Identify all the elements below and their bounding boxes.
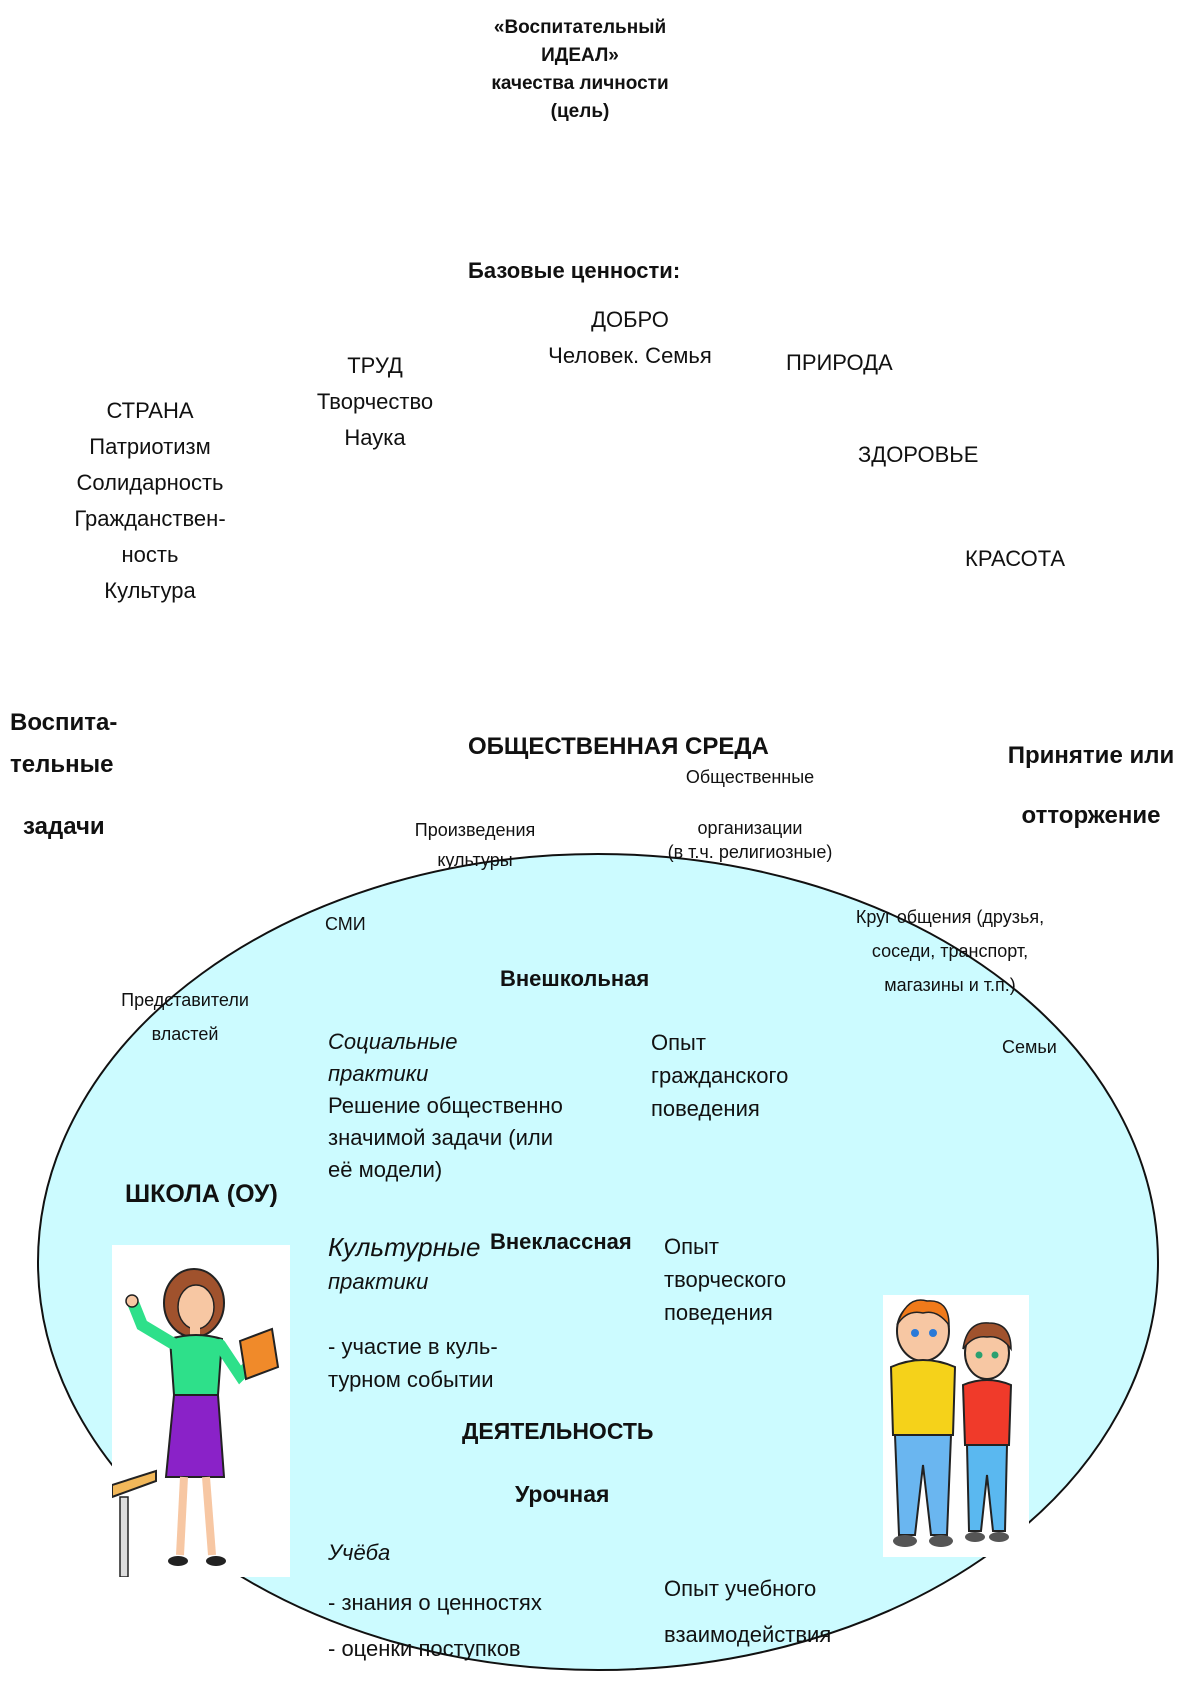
school-study-item-2: - оценки поступков [328,1636,521,1661]
school-cultural-event: - участие в куль- турном событии [328,1330,498,1396]
value-trud-title: ТРУД [347,353,403,378]
env-authorities-line-1: Представители [121,990,249,1010]
school-creative-exp-line-2: творческого [664,1267,787,1292]
env-culture-works: Произведения культуры [395,815,555,875]
value-strana-sub1: Патриотизм [89,434,211,459]
value-dobro-sub: Человек. Семья [548,343,712,368]
right-label: Принятие или отторжение [996,726,1185,846]
env-circle-line-3: магазины и т.п.) [884,975,1016,995]
school-cultural-event-line-2: турном событии [328,1367,494,1392]
school-learning-exp-line-2: взаимодействия [664,1622,832,1647]
school-civic-exp: Опыт гражданского поведения [651,1026,788,1125]
value-dobro-title: ДОБРО [591,307,669,332]
school-social-task-line-3: её модели) [328,1157,443,1182]
school-outside-label: Внешкольная [500,966,650,991]
school-social-task-line-1: Решение общественно [328,1093,563,1118]
value-strana-sub3: Гражданствен- [74,506,226,531]
left-label-line-2: тельные [10,751,114,778]
env-orgs-line-2: организации [697,818,803,838]
env-culture-works-line-2: культуры [437,850,513,870]
value-trud: ТРУД Творчество Наука [300,348,450,456]
ideal-line-1: «Воспитательный [493,17,667,38]
school-cultural-event-line-1: - участие в куль- [328,1334,498,1359]
school-extracurricular-label: Внеклассная [490,1229,632,1254]
environment-title: ОБЩЕСТВЕННАЯ СРЕДА [468,733,769,760]
school-social-practices-line-2: практики [328,1061,429,1086]
value-strana-sub2: Солидарность [76,470,224,495]
env-circle-line-2: соседи, транспорт, [871,941,1029,961]
teacher-illustration [112,1245,290,1577]
school-civic-exp-line-1: Опыт [651,1030,706,1055]
school-title: ШКОЛА (ОУ) [125,1180,278,1208]
school-social-task: Решение общественно значимой задачи (или… [328,1090,563,1186]
env-circle-line-1: Круг общения (друзья, [855,907,1045,927]
school-creative-exp-line-1: Опыт [664,1234,719,1259]
school-cultural-practices-line-2: практики [328,1269,429,1294]
value-strana: СТРАНА Патриотизм Солидарность Гражданст… [55,393,245,609]
value-krasota: КРАСОТА [965,546,1066,571]
right-label-line-1: Принятие или [1007,742,1175,769]
right-label-line-2: отторжение [1021,802,1161,829]
env-culture-works-line-1: Произведения [414,820,536,840]
left-label: Воспита- тельные задачи [10,702,117,848]
value-priroda: ПРИРОДА [786,350,893,375]
school-lesson-label: Урочная [515,1481,610,1507]
env-orgs-line-1: Общественные [685,767,815,787]
ideal-line-3: качества личности [491,73,669,94]
env-orgs-line-3: (в т.ч. религиозные) [667,842,833,862]
env-orgs: организации (в т.ч. религиозные) [650,816,850,864]
school-study-items: - знания о ценностях - оценки поступков [328,1580,542,1672]
env-circle: Круг общения (друзья, соседи, транспорт,… [840,900,1060,1002]
ideal-line-4: (цель) [550,101,610,122]
left-label-line-1: Воспита- [10,709,118,736]
school-study-label: Учёба [328,1540,391,1565]
school-creative-exp: Опыт творческого поведения [664,1230,786,1329]
school-social-task-line-2: значимой задачи (или [328,1125,554,1150]
children-illustration [883,1295,1029,1557]
school-activity-label: ДЕЯТЕЛЬНОСТЬ [462,1418,654,1444]
value-dobro: ДОБРО Человек. Семья [530,302,730,374]
ideal-line-2: ИДЕАЛ» [541,45,619,66]
env-authorities: Представители властей [105,983,265,1051]
value-strana-sub5: Культура [104,578,196,603]
env-authorities-line-2: властей [151,1024,219,1044]
left-label-line-3: задачи [23,813,105,840]
school-civic-exp-line-3: поведения [651,1096,760,1121]
school-social-practices: Социальные практики [328,1026,457,1090]
school-learning-exp: Опыт учебного взаимодействия [664,1566,831,1658]
ideal-heading: «Воспитательный ИДЕАЛ» качества личности… [460,14,700,126]
base-values-title: Базовые ценности: [468,258,681,283]
school-social-practices-line-1: Социальные [328,1029,458,1054]
env-media: СМИ [325,914,366,934]
env-families: Семьи [1002,1037,1057,1057]
school-learning-exp-line-1: Опыт учебного [664,1576,817,1601]
school-creative-exp-line-3: поведения [664,1300,773,1325]
value-zdorovye: ЗДОРОВЬЕ [858,442,979,467]
value-trud-sub1: Творчество [316,389,434,414]
value-strana-title: СТРАНА [106,398,194,423]
school-cultural-practices-line-1: Культурные [328,1232,481,1262]
school-civic-exp-line-2: гражданского [651,1063,789,1088]
value-strana-sub4: ность [121,542,179,567]
school-study-item-1: - знания о ценностях [328,1590,542,1615]
value-trud-sub2: Наука [344,425,406,450]
